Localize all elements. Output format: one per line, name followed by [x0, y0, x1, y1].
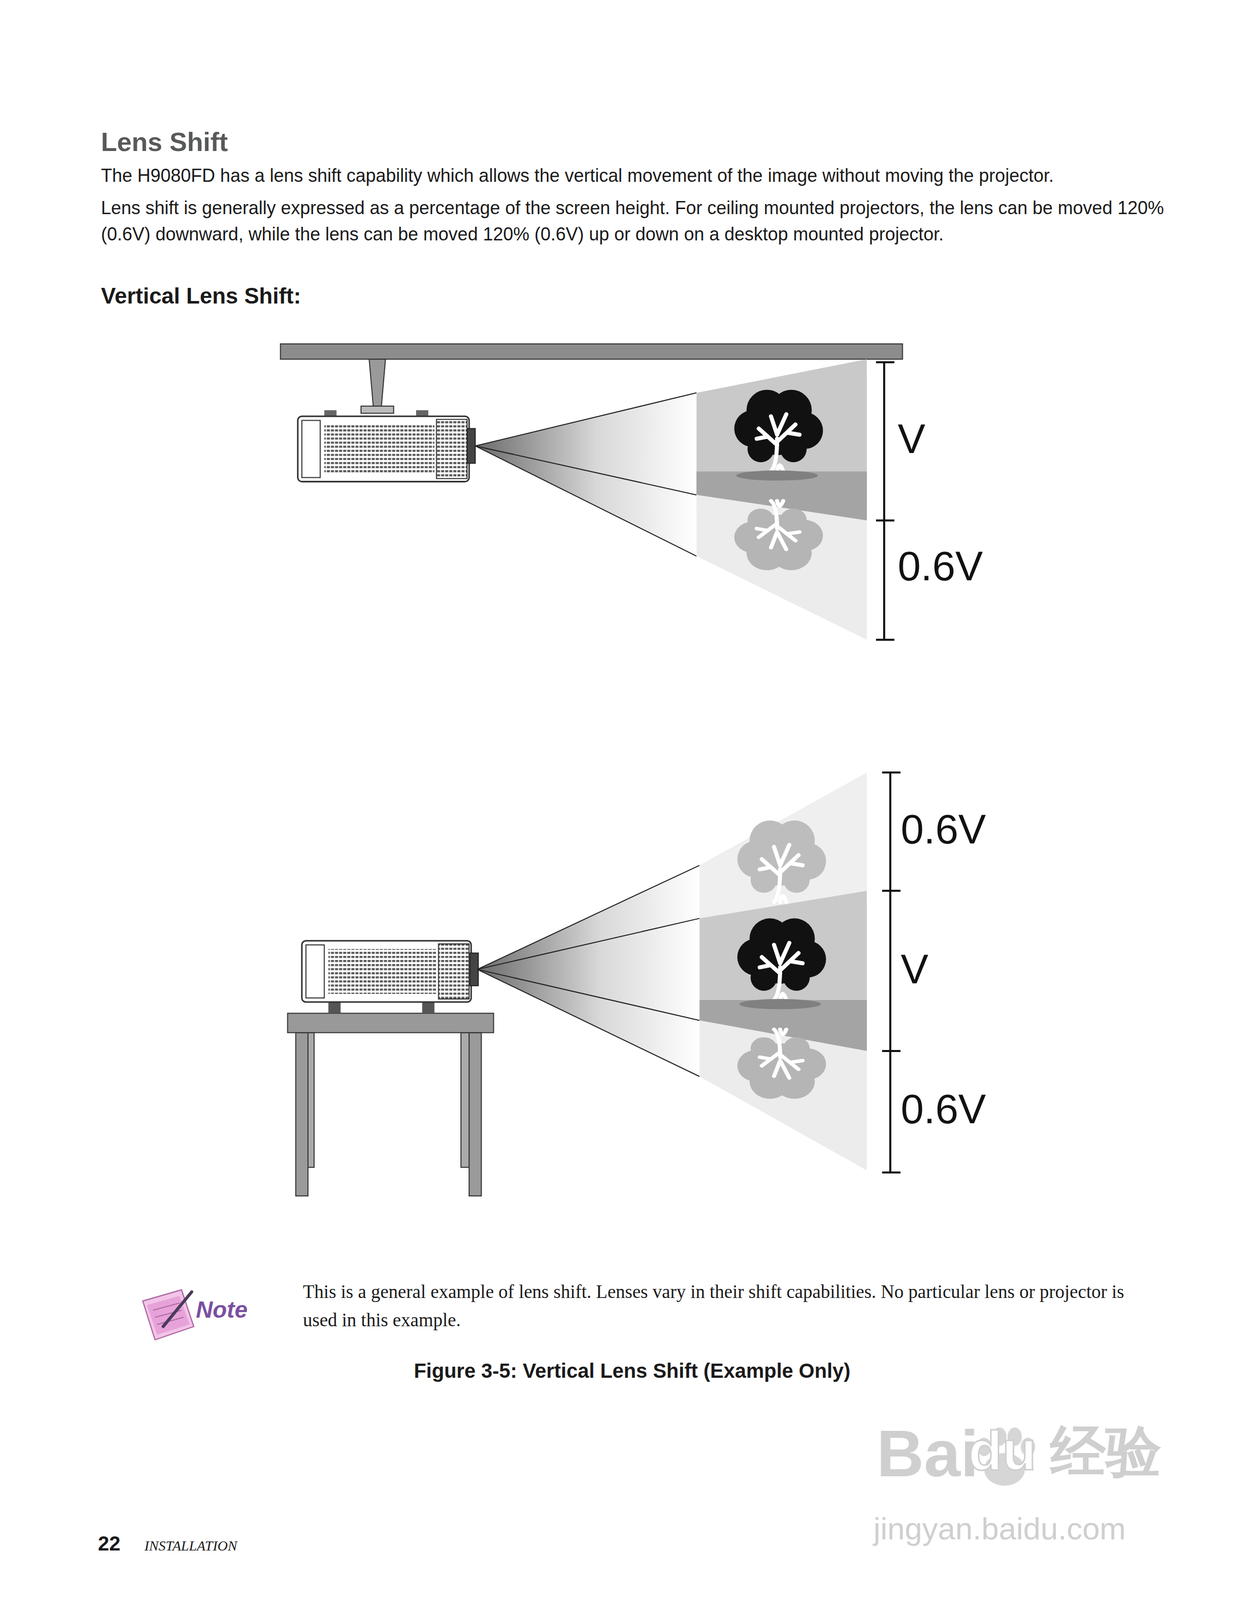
screen-image — [736, 470, 818, 481]
projection-beam — [475, 392, 697, 556]
projector-body — [297, 416, 470, 482]
projector-body — [436, 419, 468, 479]
table — [287, 1012, 494, 1033]
dimension-bracket — [889, 771, 892, 1172]
projector-body — [301, 940, 479, 1013]
dimension-label: V — [900, 944, 929, 994]
projector-body — [297, 409, 476, 482]
screen-image — [737, 1028, 827, 1099]
dimension-label: 0.6V — [900, 804, 987, 854]
dimension-bracket — [876, 361, 895, 364]
projection-beam — [477, 968, 700, 1020]
projection-beam — [477, 864, 700, 1076]
projection-beam — [477, 864, 700, 969]
projection-beam — [477, 864, 700, 1076]
watermark: 经验 — [1050, 1417, 1162, 1485]
projector-body — [328, 948, 437, 994]
dimension-bracket — [882, 771, 901, 1172]
projector-body — [301, 940, 472, 1002]
ceiling — [361, 405, 394, 414]
screen-image — [696, 358, 867, 521]
projection-beam — [477, 968, 700, 1076]
table — [460, 1032, 470, 1168]
note-icon — [142, 1289, 194, 1340]
note-text: This is a general example of lens shift.… — [302, 1277, 1162, 1334]
screen-image — [699, 771, 867, 1170]
screen-image — [696, 358, 867, 640]
projection-beam — [475, 392, 697, 556]
page-number: 22 — [97, 1530, 121, 1556]
note-icon — [142, 1289, 194, 1340]
projector-body — [305, 944, 325, 998]
projector-body — [416, 409, 429, 417]
note-label: Note — [195, 1295, 248, 1324]
dimension-bracket — [883, 362, 886, 640]
projector-body — [438, 943, 470, 999]
screen-image — [739, 998, 821, 1009]
dimension-bracket — [876, 638, 895, 641]
paragraph: The H9080FD has a lens shift capability … — [100, 164, 1192, 187]
watermark: jingyan.baidu.com — [873, 1509, 1126, 1548]
screen-image — [734, 500, 823, 571]
dimension-bracket — [876, 519, 895, 522]
screen-image — [699, 1019, 867, 1170]
projector-body — [422, 1001, 435, 1013]
projection-beam — [475, 392, 697, 446]
note-icon — [163, 1291, 192, 1327]
projector-body — [301, 420, 321, 478]
ceiling — [280, 343, 903, 359]
figure-caption: Figure 3-5: Vertical Lens Shift (Example… — [414, 1358, 851, 1383]
section-heading: Vertical Lens Shift: — [100, 282, 301, 310]
projection-beam — [477, 917, 700, 969]
dimension-bracket — [882, 1049, 901, 1052]
dimension-bracket — [876, 362, 895, 640]
screen-image — [737, 917, 827, 1000]
projector-body — [324, 424, 435, 474]
projector-body — [328, 1001, 341, 1013]
projection-beam — [475, 445, 697, 495]
page-heading: Lens Shift — [100, 126, 228, 158]
table — [287, 1012, 494, 1196]
dimension-label: V — [897, 414, 926, 464]
table — [469, 1032, 482, 1196]
dimension-bracket — [882, 889, 901, 892]
table — [295, 1032, 308, 1196]
projection-beam — [475, 445, 697, 556]
watermark: du — [968, 1416, 1037, 1484]
ceiling — [369, 358, 386, 406]
watermark: Bai — [876, 1413, 979, 1493]
projector-body — [467, 428, 476, 464]
screen-image — [737, 819, 827, 902]
dimension-bracket — [882, 770, 901, 774]
paragraph: Lens shift is generally expressed as a p… — [100, 194, 1192, 248]
screen-image — [696, 494, 867, 640]
dimension-bracket — [882, 1170, 901, 1173]
projector-body — [470, 952, 479, 986]
screen-image — [734, 389, 823, 472]
projector-body — [324, 409, 337, 417]
dimension-label: 0.6V — [900, 1084, 987, 1134]
running-footer: INSTALLATION — [144, 1536, 238, 1555]
dimension-label: 0.6V — [897, 541, 984, 591]
